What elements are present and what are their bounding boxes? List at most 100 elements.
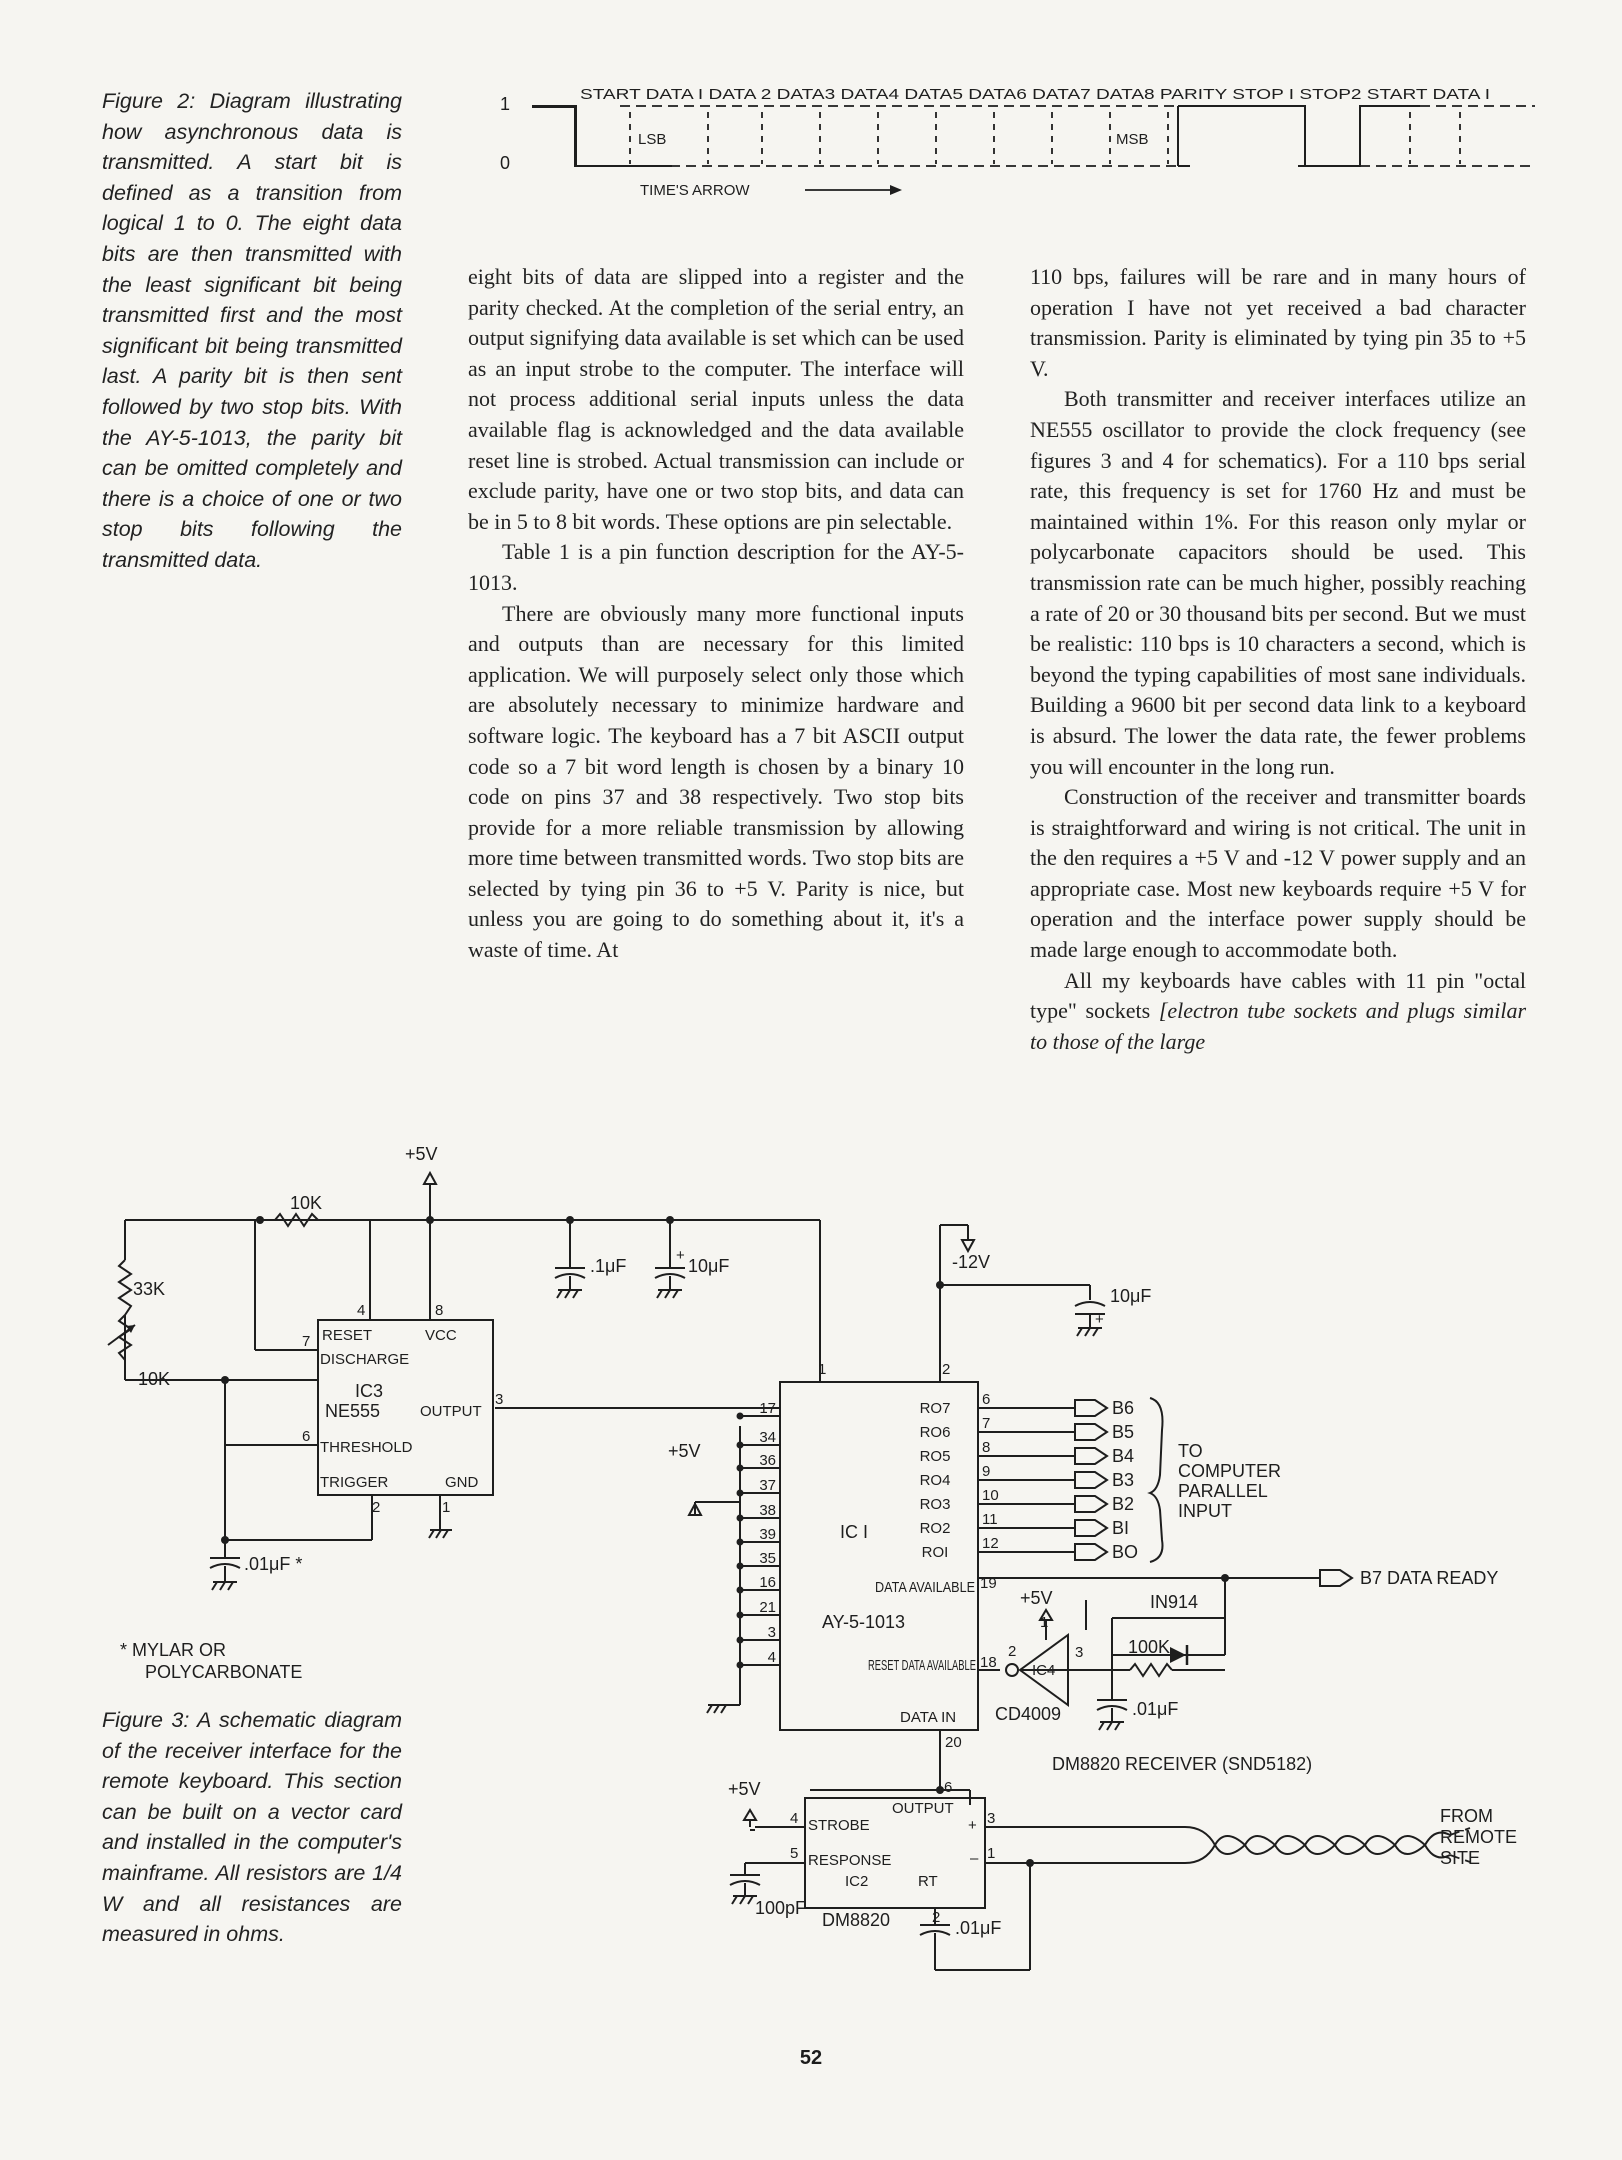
ic1-ro5-label: RO5 xyxy=(920,1448,951,1465)
ic1-roi-label: ROI xyxy=(922,1544,949,1561)
plus5-bottom-label: +5V xyxy=(728,1779,761,1799)
ic1-left-pin-number: 4 xyxy=(768,1649,776,1666)
resistor-10k-pot-label: 10K xyxy=(138,1369,170,1389)
msb-label: MSB xyxy=(1116,131,1149,148)
junction-dot xyxy=(736,1661,744,1669)
level-one-label: 1 xyxy=(500,94,510,114)
svg-text:1: 1 xyxy=(1040,1614,1048,1631)
ic2-output-label: OUTPUT xyxy=(892,1800,954,1817)
ic2-part-label: DM8820 xyxy=(822,1910,890,1930)
svg-text:1: 1 xyxy=(987,1845,995,1862)
svg-text:18: 18 xyxy=(980,1654,997,1671)
ic3-ne555 xyxy=(317,1319,494,1496)
ic1-left-pin-number: 34 xyxy=(759,1429,776,1446)
bus-output-bo: BO xyxy=(1112,1542,1138,1562)
plus5-mid-arrow-icon xyxy=(687,1501,703,1516)
ic2-name-label: IC2 xyxy=(845,1873,868,1890)
timing-next-dividers xyxy=(1409,112,1461,164)
to-computer-line4: INPUT xyxy=(1178,1501,1232,1521)
output-brace xyxy=(1147,1397,1164,1563)
svg-text:19: 19 xyxy=(980,1575,997,1592)
capacitor-1uf-label: .1μF xyxy=(590,1256,626,1276)
ic1-ro7-label: RO7 xyxy=(920,1400,951,1417)
timing-start-edge xyxy=(532,105,670,167)
capacitor-ic2-label: .01μF xyxy=(955,1918,1001,1938)
ic2-strobe-label: STROBE xyxy=(808,1817,870,1834)
ic1-ro2-label: RO2 xyxy=(920,1520,951,1537)
bus-output-b2: B2 xyxy=(1112,1494,1134,1514)
cd4009-label: CD4009 xyxy=(995,1704,1061,1724)
potentiometer-arrow-icon xyxy=(107,1324,136,1346)
ic2-dm8820 xyxy=(804,1797,986,1909)
junction-dot xyxy=(736,1586,744,1594)
receiver-title: DM8820 RECEIVER (SND5182) xyxy=(1052,1754,1312,1774)
figure-2-caption: Figure 2: Diagram illustrating how async… xyxy=(102,89,402,572)
resistor-10k-top xyxy=(274,1212,319,1228)
ic1-left-pin-number: 38 xyxy=(759,1502,776,1519)
ic1-gnd-symbol xyxy=(706,1704,728,1714)
ic3-threshold-label: THRESHOLD xyxy=(320,1439,413,1456)
svg-text:+: + xyxy=(676,1247,685,1264)
ic1-left-pin-number: 17 xyxy=(759,1400,776,1417)
capacitor-10uf-a-label: 10μF xyxy=(688,1256,729,1276)
col1-paragraph-2: Table 1 is a pin function description fo… xyxy=(468,539,964,595)
b7-data-ready-arrow-icon xyxy=(1319,1569,1354,1587)
svg-text:+: + xyxy=(1095,1311,1104,1328)
bus-output-b5: B5 xyxy=(1112,1422,1134,1442)
capacitor-timer-label: .01μF * xyxy=(244,1554,302,1574)
ic1-ro-pin-number: 12 xyxy=(982,1535,999,1552)
junction-dot xyxy=(736,1441,744,1449)
junction-dot xyxy=(736,1412,744,1420)
col2-paragraph-2: Both transmitter and receiver interfaces… xyxy=(1030,386,1526,779)
capacitor-ic4-label: .01μF xyxy=(1132,1699,1178,1719)
svg-text:2: 2 xyxy=(372,1499,380,1516)
bus-buffer-arrow-icon xyxy=(1074,1543,1109,1561)
capacitor-1uf xyxy=(554,1250,586,1299)
bus-output-bi: BI xyxy=(1112,1518,1129,1538)
neg12-arrow-icon xyxy=(960,1239,976,1254)
ic3-gnd-label: GND xyxy=(445,1474,479,1491)
timing-diagram: 1 0 START DATA I DATA 2 DATA3 DATA4 DATA… xyxy=(500,86,1535,199)
lsb-label: LSB xyxy=(638,131,666,148)
ic1-left-pin-number: 36 xyxy=(759,1452,776,1469)
capacitor-timer xyxy=(209,1540,241,1591)
ic1-ro3-label: RO3 xyxy=(920,1496,951,1513)
capacitor-100pf xyxy=(729,1874,761,1905)
capacitor-10uf-b xyxy=(1074,1285,1106,1337)
ic2-response-label: RESPONSE xyxy=(808,1852,891,1869)
mylar-note-line1: * MYLAR OR xyxy=(120,1640,226,1660)
ic1-ro-pin-number: 7 xyxy=(982,1415,990,1432)
ic1-left-pin-number: 39 xyxy=(759,1526,776,1543)
svg-text:+: + xyxy=(968,1817,977,1834)
neg12-label: -12V xyxy=(952,1252,990,1272)
capacitor-100pf-label: 100pF xyxy=(755,1898,806,1918)
b7-data-ready-label: B7 DATA READY xyxy=(1360,1568,1498,1588)
svg-text:–: – xyxy=(970,1850,979,1867)
bus-buffer-arrow-icon xyxy=(1074,1423,1109,1441)
col2-tail-italic: [electron tube sockets and plugs similar… xyxy=(1030,998,1527,1054)
ic3-trigger-label: TRIGGER xyxy=(320,1474,389,1491)
times-arrow-icon xyxy=(805,185,902,195)
diode-in914 xyxy=(1170,1645,1189,1665)
ic1-left-pin-number: 37 xyxy=(759,1477,776,1494)
article-column-2: 110 bps, failures will be rare and in ma… xyxy=(1030,262,1526,1057)
ic1-left-pin-number: 21 xyxy=(759,1599,776,1616)
junction-dot xyxy=(736,1514,744,1522)
resistor-33k-label: 33K xyxy=(133,1279,165,1299)
ic3-gnd-symbol xyxy=(428,1529,452,1539)
figure-3-caption: Figure 3: A schematic diagram of the rec… xyxy=(102,1708,402,1947)
junction-dot xyxy=(736,1636,744,1644)
ic3-part-label: NE555 xyxy=(325,1401,380,1421)
svg-text:6: 6 xyxy=(302,1428,310,1445)
twisted-pair-line-2 xyxy=(1184,1835,1451,1864)
svg-text:3: 3 xyxy=(1075,1644,1083,1661)
ic1-ro-pin-number: 8 xyxy=(982,1439,990,1456)
bus-output-b3: B3 xyxy=(1112,1470,1134,1490)
capacitor-10uf-b-label: 10μF xyxy=(1110,1286,1151,1306)
bus-output-b4: B4 xyxy=(1112,1446,1134,1466)
bus-buffer-arrow-icon xyxy=(1074,1495,1109,1513)
bus-buffer-arrow-icon xyxy=(1074,1471,1109,1489)
bus-output-b6: B6 xyxy=(1112,1398,1134,1418)
ic3-vcc-label: VCC xyxy=(425,1327,457,1344)
times-arrow-label: TIME'S ARROW xyxy=(640,182,750,199)
